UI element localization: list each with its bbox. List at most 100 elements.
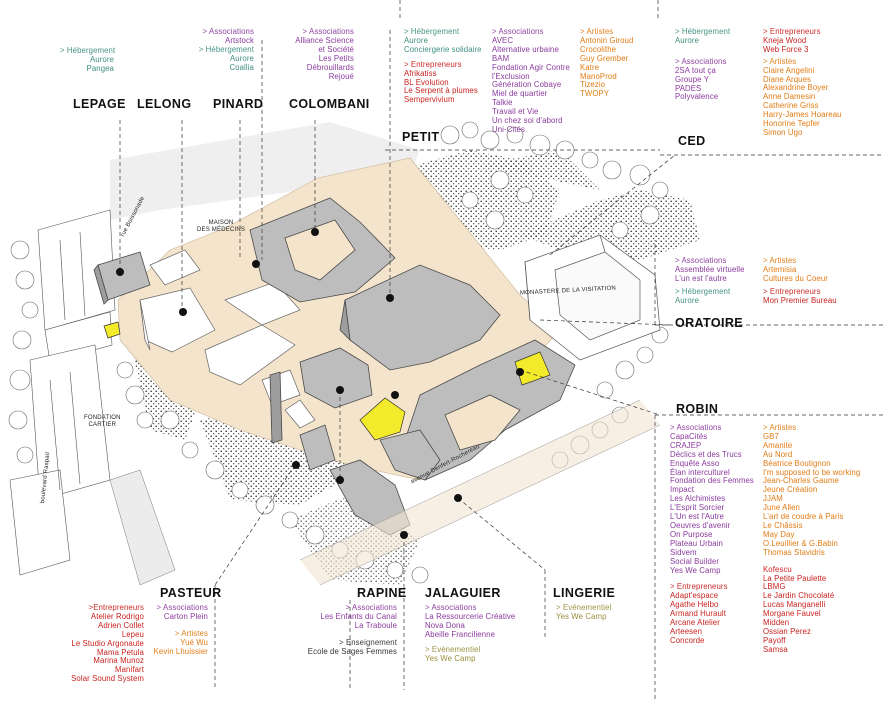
rapine-ens-header: > Enseignement xyxy=(339,637,397,647)
robin-assoc-item: On Purpose xyxy=(670,529,713,539)
robin-assoc-item: CapaCités xyxy=(670,431,708,441)
rapine-assoc-item: Les Enfants du Canal xyxy=(320,611,397,621)
pasteur-art-item: Kevin Lhuissier xyxy=(153,646,208,656)
label-maison-medecins: MAISON DES MÉDECINS xyxy=(197,220,245,234)
jalaguier-assoc-header: > Associations xyxy=(425,603,477,612)
pasteur-ent-item: Mama Petula xyxy=(96,647,144,657)
building-rapine: RAPINE xyxy=(357,586,407,600)
marker-dots xyxy=(116,228,524,539)
oratoire-art-item: Artemisia xyxy=(763,264,797,274)
robin-group-2: > Artistes GB7 Amanite Au Nord Béatrice … xyxy=(763,423,861,655)
robin-art-item: May Day xyxy=(763,529,795,539)
oratoire-heb-item: Aurore xyxy=(675,295,700,305)
ced-art-header: > Artistes xyxy=(763,56,797,66)
petit-art-item: Crocolithe xyxy=(580,44,617,54)
colombani-group: > Associations Alliance Science et Socié… xyxy=(280,27,354,81)
oratoire-assoc-item: L'un est l'autre xyxy=(675,273,727,283)
robin-assoc-item: Social Builder xyxy=(670,556,720,566)
robin-assoc-header: > Associations xyxy=(670,423,722,432)
colombani-assoc-item: Débrouillards xyxy=(306,62,354,72)
lepage-group: > Hébergement Aurore Pangea xyxy=(60,46,116,74)
robin-ent-item: Concorde xyxy=(670,635,705,645)
building-ced: CED xyxy=(678,134,706,148)
ced-assoc-item: PADES xyxy=(675,83,702,93)
ced-art-item: Honorine Tepfer xyxy=(763,119,820,129)
petit-heb-header: > Hébergement xyxy=(404,27,460,36)
rapine-ens-item: Ecole de Sages Femmes xyxy=(307,646,397,656)
petit-group-2: > Associations AVEC Alternative urbaine … xyxy=(492,27,570,135)
robin-art2-item: Midden xyxy=(763,618,790,628)
petit-assoc-item: BAM xyxy=(492,53,510,63)
robin-assoc-item: Les Alchimistes xyxy=(670,494,726,504)
petit-assoc-item: Un chez soi d'abord xyxy=(492,116,563,126)
oratoire-assoc-item: Assemblée virtuelle xyxy=(675,264,745,274)
jalaguier-assoc-item: Abeille Francilienne xyxy=(425,629,496,639)
ced-art-item: Anne Damesin xyxy=(763,92,816,102)
oratoire-art-header: > Artistes xyxy=(763,256,797,265)
petit-assoc-item: Talkie xyxy=(492,98,513,108)
pinard-group: > Associations Artstock > Hébergement Au… xyxy=(190,27,254,73)
building-petit: PETIT xyxy=(402,130,440,144)
robin-art-item: L'art de coudre à Paris xyxy=(763,512,844,522)
robin-art-item: Béatrice Boutignon xyxy=(763,458,831,468)
robin-art2-item: Kofescu xyxy=(763,564,792,574)
robin-assoc-item: L'Esprit Sorcier xyxy=(670,503,725,513)
robin-art2-item: LBMG xyxy=(763,582,786,592)
jalaguier-evt-header: > Evénementiel xyxy=(425,644,481,654)
petit-ent-header: > Entrepreneurs xyxy=(404,59,462,69)
lingerie-group: > Evénementiel Yes We Camp xyxy=(556,603,611,622)
robin-art2-item: Lucas Manganelli xyxy=(763,600,826,610)
pinard-heb-header: > Hébergement xyxy=(198,44,254,54)
petit-heb-item: Aurore xyxy=(404,35,429,45)
petit-ent-item: Afrikatiss xyxy=(404,68,437,78)
robin-art2-item: Ossian Perez xyxy=(763,626,812,636)
robin-art-item: Jean-Charles Gaume xyxy=(763,476,839,486)
pasteur-group-2: > Associations Carton Plein > Artistes Y… xyxy=(140,603,208,657)
petit-assoc-item: Alternative urbaine xyxy=(492,44,559,54)
ced-art-item: Diane Arques xyxy=(763,74,812,84)
colombani-assoc-item: et Société xyxy=(318,44,354,54)
ced-ent-item: Web Force 3 xyxy=(763,44,809,54)
robin-assoc-item: Impact xyxy=(670,485,694,495)
petit-assoc-item: l'Exclusion xyxy=(492,71,530,81)
pasteur-ent-item: Atelier Rodrigo xyxy=(90,611,144,621)
robin-assoc-item: Oeuvres d'avenir xyxy=(670,520,731,530)
pinard-assoc-header: > Associations xyxy=(202,27,254,36)
robin-assoc-item: Déclics et des Trucs xyxy=(670,449,742,459)
robin-art2-item: Payoff xyxy=(763,635,786,645)
robin-assoc-item: Élan interculturel xyxy=(670,467,730,477)
petit-assoc-item: Miel de quartier xyxy=(492,89,548,99)
robin-art2-item: La Petite Paulette xyxy=(763,573,827,583)
building-pinard: PINARD xyxy=(213,97,264,111)
maison-line-1: MAISON xyxy=(208,220,234,226)
robin-art-item: Le Châssis xyxy=(763,520,803,530)
ced-ent-header: > Entrepreneurs xyxy=(763,27,821,36)
robin-art-item: Jeune Création xyxy=(763,485,818,495)
pasteur-group-1: >Entrepreneurs Atelier Rodrigo Adrien Co… xyxy=(40,603,144,684)
rapine-assoc-item: La Traboule xyxy=(354,620,397,630)
oratoire-group-2: > Artistes Artemisia Cultures du Coeur >… xyxy=(763,256,837,306)
robin-assoc-item: Fondation des Femmes xyxy=(670,476,754,486)
avenue-strip xyxy=(300,400,660,585)
robin-ent-item: Agathe Helbo xyxy=(670,600,719,610)
ced-art-item: Claire Angelini xyxy=(763,65,815,75)
robin-art-item: I'm supposed to be working xyxy=(763,467,861,477)
colombani-assoc-item: Les Petits xyxy=(318,53,354,63)
robin-ent-item: Arcane Atelier xyxy=(670,618,720,628)
pasteur-art-header: > Artistes xyxy=(174,628,208,638)
ced-art-item: Simon Ugo xyxy=(763,127,803,137)
boulevard-strip xyxy=(109,469,176,586)
pasteur-assoc-header: > Associations xyxy=(156,603,208,612)
lepage-heb-item: Aurore xyxy=(89,54,114,64)
robin-art2-item: Morgane Fauvel xyxy=(763,609,821,619)
cartier-line-2: CARTIER xyxy=(88,422,117,428)
lepage-heb-header: > Hébergement xyxy=(60,46,116,55)
petit-assoc-item: Travail et Vie xyxy=(492,107,539,117)
ced-art-item: Catherine Griss xyxy=(763,101,819,111)
petit-assoc-item: Génération Cobaye xyxy=(492,80,562,90)
jalaguier-assoc-item: La Ressourcerie Créative xyxy=(425,611,516,621)
robin-ent-item: Arteesen xyxy=(670,626,703,636)
building-pasteur: PASTEUR xyxy=(160,586,222,600)
rapine-assoc-header: > Associations xyxy=(345,603,397,612)
